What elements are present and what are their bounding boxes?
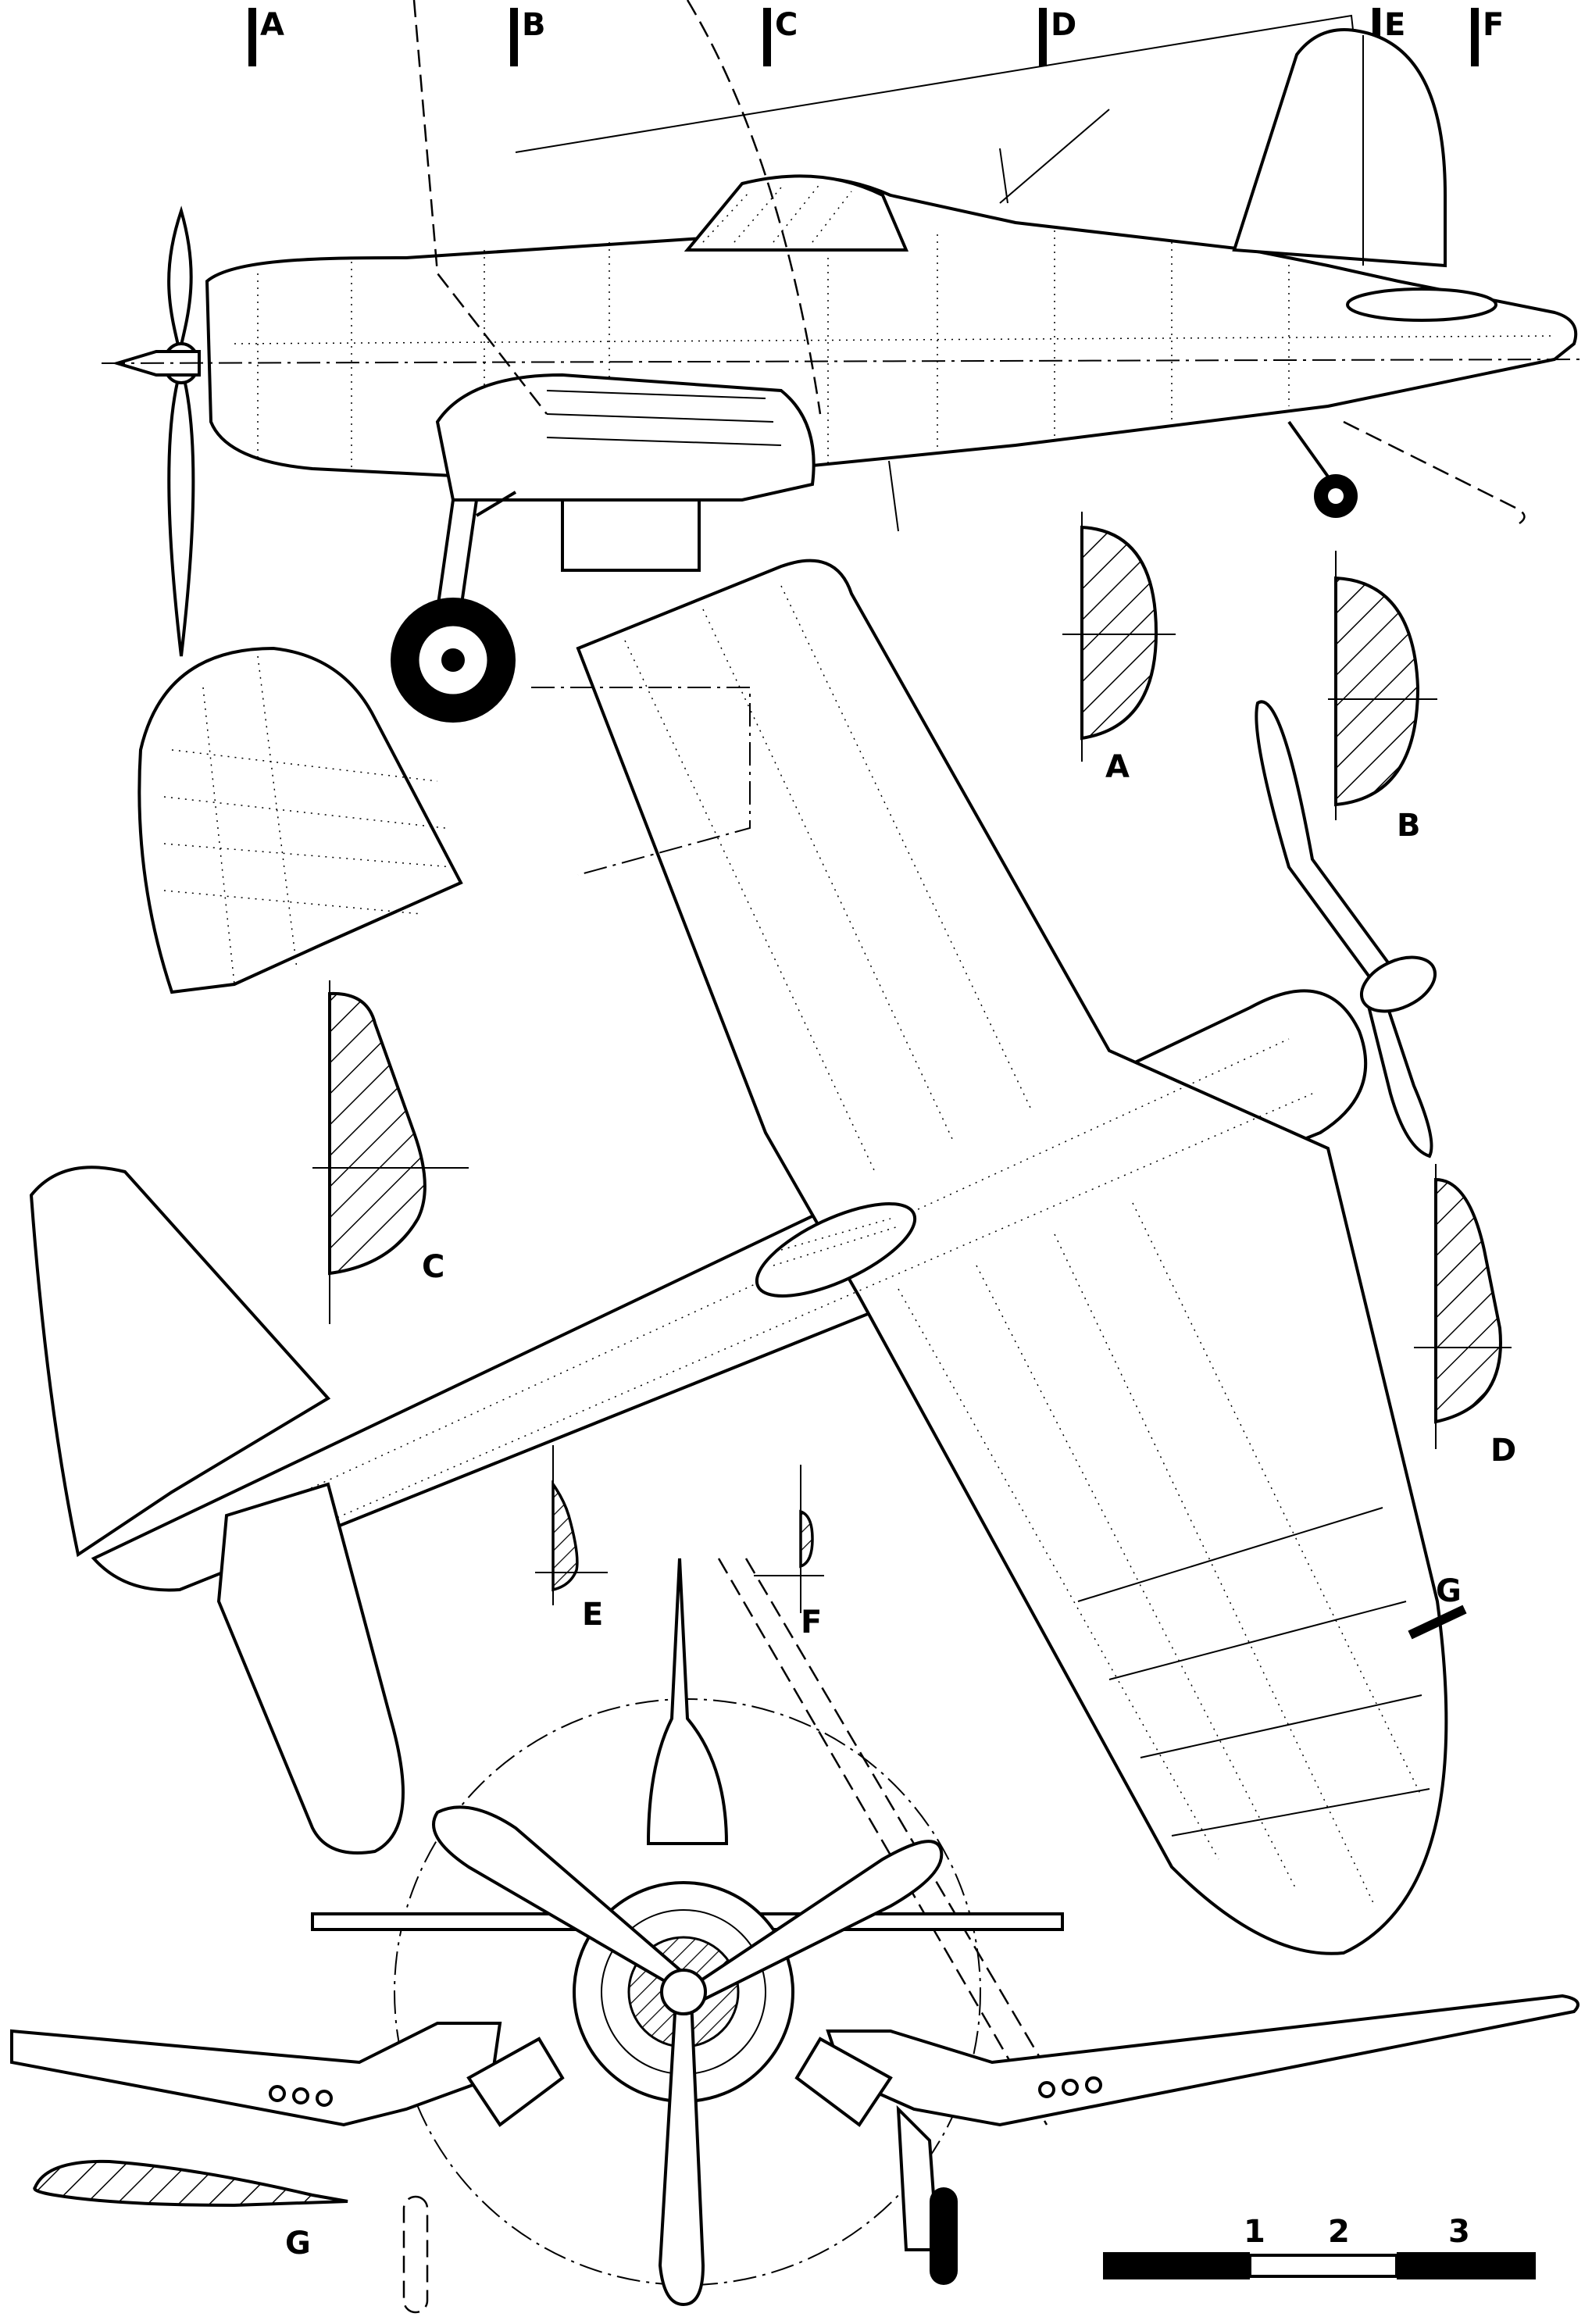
section-marker-a-label: A — [260, 7, 284, 43]
section-marker-c-label: C — [775, 7, 798, 43]
section-profile-e-label: E — [582, 1597, 603, 1633]
section-marker-a: A — [248, 7, 284, 66]
section-profile-c-label: C — [422, 1249, 444, 1285]
section-marker-d-label: D — [1051, 7, 1076, 43]
section-profile-b: B — [1328, 551, 1437, 844]
plan-view — [29, 559, 1448, 1955]
section-marker-b-label: B — [522, 7, 546, 43]
section-cut-marker-g-label: G — [1436, 1573, 1462, 1609]
scale-bar: 1 2 3 — [1103, 2214, 1536, 2279]
section-profile-b-label: B — [1397, 808, 1421, 844]
section-marker-b: B — [510, 7, 546, 66]
airfoil-section-g: G — [33, 2159, 429, 2314]
section-marker-e-label: E — [1384, 7, 1405, 43]
section-profile-f-label: F — [801, 1605, 822, 1640]
side-propeller — [167, 205, 193, 352]
plan-horizontal-tail — [29, 1166, 331, 1558]
section-marker-d: D — [1039, 7, 1076, 66]
front-propeller — [432, 1805, 690, 1995]
plan-main-wing — [576, 559, 1448, 1955]
front-view — [10, 1558, 1580, 2307]
side-view — [101, 0, 1587, 723]
section-profile-a: A — [1062, 512, 1176, 785]
front-right-wing — [826, 1994, 1580, 2127]
scale-tick-1: 1 — [1244, 2214, 1265, 2250]
front-left-wing — [10, 2022, 502, 2127]
scale-segment-3 — [1397, 2252, 1536, 2279]
section-cut-marker-g: G — [1408, 1573, 1467, 1640]
scale-segment-2 — [1248, 2254, 1398, 2278]
section-marker-c: C — [763, 7, 798, 66]
section-profile-c: C — [312, 980, 469, 1324]
section-marker-f-label: F — [1483, 7, 1504, 43]
scale-tick-3: 3 — [1448, 2214, 1470, 2250]
scale-segment-1 — [1103, 2252, 1250, 2279]
side-tail-fin — [1232, 28, 1447, 268]
scale-tick-2: 2 — [1328, 2214, 1350, 2250]
outer-wing-detail — [137, 646, 463, 994]
section-profile-d: D — [1414, 1164, 1516, 1469]
section-profile-e: E — [535, 1445, 608, 1633]
section-profile-d-label: D — [1490, 1433, 1516, 1469]
side-canopy — [684, 174, 909, 252]
section-profile-a-label: A — [1105, 749, 1130, 785]
airfoil-section-g-label: G — [285, 2226, 311, 2262]
section-marker-f: F — [1471, 7, 1504, 66]
section-profile-f: F — [754, 1465, 824, 1640]
